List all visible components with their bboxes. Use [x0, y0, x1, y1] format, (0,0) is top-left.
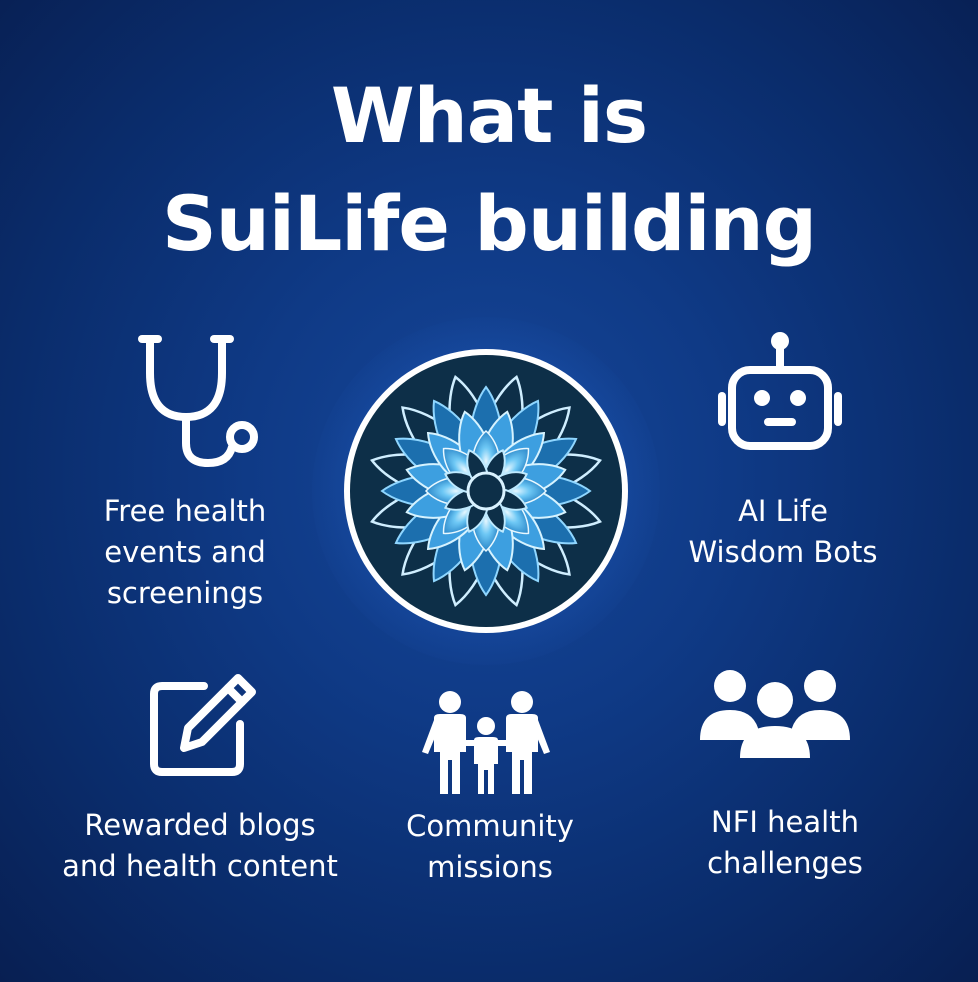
label-community-missions: Community missions [370, 806, 610, 888]
label-line: Wisdom Bots [688, 535, 878, 569]
label-free-health-events: Free health events and screenings [60, 491, 310, 614]
robot-icon [718, 332, 842, 450]
stethoscope-icon [138, 335, 258, 467]
page-title: What is SuiLife building [0, 62, 978, 278]
lotus-mandala-logo-icon [344, 349, 628, 633]
label-line: events and [104, 535, 266, 569]
label-line: Free health [103, 494, 267, 528]
label-ai-life-wisdom-bots: AI Life Wisdom Bots [652, 491, 914, 573]
label-line: and health content [62, 849, 338, 883]
label-line: Community [406, 809, 574, 843]
label-line: missions [427, 850, 553, 884]
family-icon [422, 691, 550, 794]
label-line: AI Life [738, 494, 828, 528]
label-line: challenges [707, 846, 863, 880]
title-line-1: What is [330, 71, 648, 160]
title-line-2: SuiLife building [161, 179, 817, 268]
label-rewarded-blogs: Rewarded blogs and health content [30, 805, 370, 887]
label-nft-health-challenges: NFI health challenges [660, 802, 910, 884]
group-icon [700, 670, 850, 758]
label-line: screenings [106, 576, 264, 610]
label-line: Rewarded blogs [84, 808, 316, 842]
edit-note-icon [150, 674, 256, 776]
label-line: NFI health [711, 805, 859, 839]
